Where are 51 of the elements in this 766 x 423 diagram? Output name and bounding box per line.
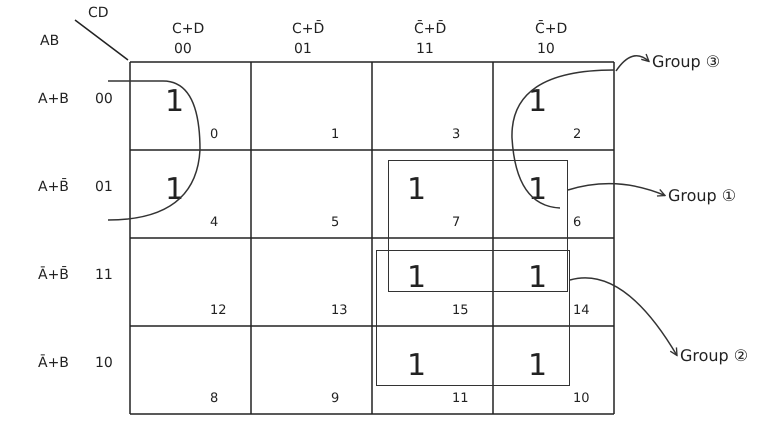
cell-value: 1 (165, 175, 184, 205)
cell-value: 1 (528, 263, 548, 293)
cell-index: 13 (331, 304, 348, 317)
cell-value: 1 (407, 263, 426, 293)
cell-index: 11 (452, 392, 469, 405)
leader-arrow (570, 277, 678, 356)
group-label: Group ③ (652, 52, 720, 71)
row-header: A+B (38, 92, 69, 106)
cell-value: 1 (528, 351, 548, 381)
column-code: 00 (174, 42, 192, 56)
cell-value: 1 (407, 175, 426, 205)
cell-value: 1 (165, 87, 184, 117)
column-code: 01 (294, 42, 312, 56)
cell-index: 5 (331, 216, 340, 229)
cell-index: 2 (573, 128, 582, 141)
axis-label: AB (40, 34, 60, 48)
cell-index: 7 (452, 216, 460, 229)
cell-index: 0 (210, 128, 218, 141)
group-rectangle (376, 250, 570, 386)
column-header: C̄+D̄ (414, 22, 446, 36)
group-rectangle (388, 160, 568, 292)
row-code: 10 (95, 356, 113, 370)
cell-value: 1 (528, 87, 548, 117)
row-header: Ā+B̄ (38, 268, 69, 282)
row-code: 11 (95, 268, 113, 282)
cell-index: 14 (573, 304, 590, 317)
cell-index: 1 (331, 128, 340, 141)
cell-index: 3 (452, 128, 460, 141)
row-header: Ā+B (38, 356, 69, 370)
cell-index: 6 (573, 216, 582, 229)
column-code: 11 (416, 42, 434, 56)
cell-index: 12 (210, 304, 227, 317)
cell-value: 1 (407, 351, 426, 381)
row-code: 01 (95, 180, 113, 194)
column-code: 10 (537, 42, 555, 56)
row-header: A+B̄ (38, 180, 69, 194)
axis-label: CD (88, 6, 109, 20)
column-header: C+D̄ (292, 22, 324, 36)
cell-index: 10 (573, 392, 590, 405)
cell-index: 15 (452, 304, 469, 317)
cell-index: 9 (331, 392, 340, 405)
cell-index: 8 (210, 392, 218, 405)
leader-arrow (615, 54, 650, 72)
leader-arrow (568, 182, 666, 197)
group-label: Group ② (680, 346, 748, 365)
column-header: C̄+D (535, 22, 568, 36)
row-code: 00 (95, 92, 113, 106)
column-header: C+D (172, 22, 204, 36)
cell-value: 1 (528, 175, 548, 205)
cell-index: 4 (210, 216, 218, 229)
group-label: Group ① (668, 186, 736, 205)
